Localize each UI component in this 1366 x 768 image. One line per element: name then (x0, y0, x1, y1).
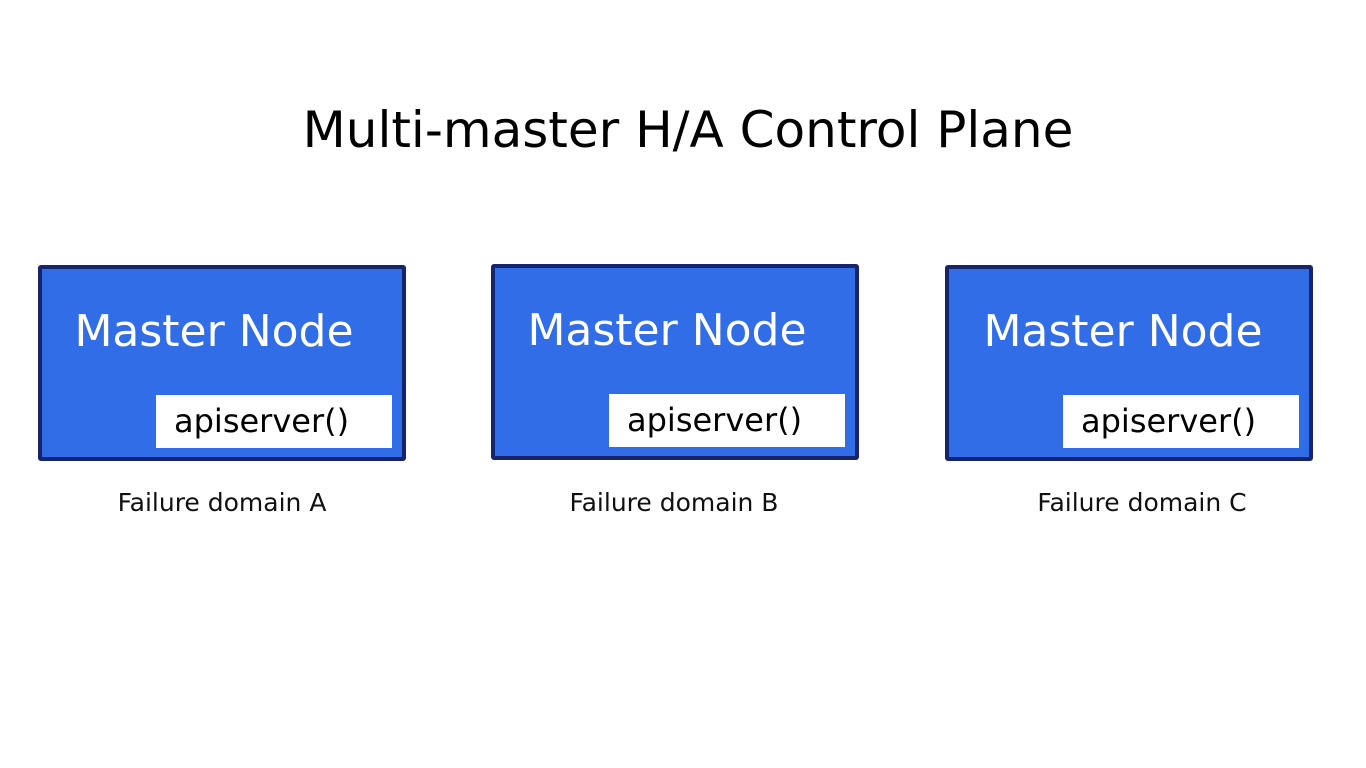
apiserver-box-b: apiserver() (609, 394, 845, 447)
master-node-c-title: Master Node (983, 306, 1263, 357)
master-node-b: Master Node apiserver() (491, 264, 859, 460)
master-node-a-title: Master Node (74, 306, 354, 357)
failure-domain-b-label: Failure domain B (569, 488, 779, 517)
master-node-b-title: Master Node (527, 305, 807, 356)
failure-domain-c-label: Failure domain C (1037, 488, 1247, 517)
diagram-title: Multi-master H/A Control Plane (302, 101, 1074, 159)
apiserver-box-c: apiserver() (1063, 395, 1299, 448)
master-node-c: Master Node apiserver() (945, 265, 1313, 461)
apiserver-box-a: apiserver() (156, 395, 392, 448)
master-node-a: Master Node apiserver() (38, 265, 406, 461)
failure-domain-a-label: Failure domain A (117, 488, 327, 517)
